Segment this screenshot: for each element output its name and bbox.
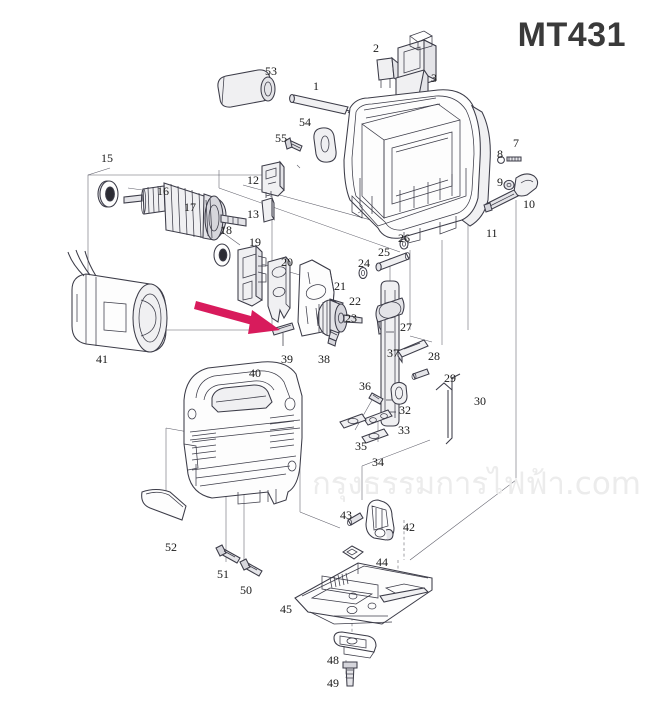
callout-number-48: 48 bbox=[327, 653, 339, 667]
callout-number-2: 2 bbox=[373, 41, 379, 55]
part-48-clamp bbox=[333, 631, 377, 659]
callout-number-15: 15 bbox=[101, 151, 113, 165]
part-36-pin bbox=[368, 392, 384, 405]
part-52-chip-cover bbox=[141, 488, 187, 521]
part-49-bolt bbox=[342, 661, 358, 687]
part-55-tapping-screw bbox=[284, 137, 303, 152]
callout-number-49: 49 bbox=[327, 676, 339, 690]
callout-number-30: 30 bbox=[474, 394, 486, 408]
part-16-armature bbox=[123, 182, 247, 241]
callout-number-40: 40 bbox=[249, 366, 261, 380]
part-11-housing-right-half bbox=[343, 89, 491, 245]
callout-number-50: 50 bbox=[240, 583, 252, 597]
callout-number-19: 19 bbox=[249, 235, 261, 249]
part-15-ball-bearing bbox=[97, 180, 119, 208]
callout-number-24: 24 bbox=[358, 256, 370, 270]
part-10-lever bbox=[483, 173, 539, 213]
part-18-ball-bearing bbox=[213, 243, 231, 267]
part-51-tapping-screw bbox=[215, 544, 241, 564]
callout-number-22: 22 bbox=[349, 294, 361, 308]
callout-number-53: 53 bbox=[265, 64, 277, 78]
part-44-plate bbox=[342, 545, 364, 560]
callout-number-29: 29 bbox=[444, 371, 456, 385]
callout-number-55: 55 bbox=[275, 131, 287, 145]
part-34-plate bbox=[361, 428, 389, 444]
part-35-plate bbox=[339, 413, 367, 429]
callout-number-38: 38 bbox=[318, 352, 330, 366]
callout-number-41: 41 bbox=[96, 352, 108, 366]
callout-number-52: 52 bbox=[165, 540, 177, 554]
part-30-wire-retainer bbox=[435, 373, 461, 445]
callout-number-16: 16 bbox=[157, 184, 169, 198]
part-41-field-stator bbox=[67, 249, 168, 353]
callout-number-23: 23 bbox=[345, 311, 357, 325]
part-13-carbon-brush bbox=[261, 191, 275, 223]
callout-number-11: 11 bbox=[486, 226, 498, 240]
page-title: MT431 bbox=[517, 16, 626, 54]
callout-number-3: 3 bbox=[431, 71, 437, 85]
callout-number-44: 44 bbox=[376, 555, 388, 569]
callout-number-51: 51 bbox=[217, 567, 229, 581]
callout-number-45: 45 bbox=[280, 602, 292, 616]
part-29-pin bbox=[411, 368, 430, 380]
part-7-pin bbox=[506, 156, 522, 162]
callout-number-8: 8 bbox=[497, 147, 503, 161]
part-24-o-ring bbox=[358, 266, 368, 280]
part-50-tapping-screw bbox=[239, 558, 263, 577]
callout-number-28: 28 bbox=[428, 349, 440, 363]
part-33-plate bbox=[363, 409, 393, 426]
part-40-housing-left-half bbox=[183, 361, 303, 505]
part-43-pin bbox=[347, 512, 364, 526]
part-20-guide-plate bbox=[267, 255, 291, 323]
callout-number-54: 54 bbox=[299, 115, 311, 129]
callout-number-26: 26 bbox=[398, 231, 410, 245]
watermark-text: กรุงธรรมการไฟฟ้า.com bbox=[312, 466, 641, 502]
part-9-washer bbox=[503, 179, 515, 191]
callout-number-20: 20 bbox=[281, 255, 293, 269]
part-19-bearing-retainer bbox=[237, 244, 267, 307]
part-45-base bbox=[294, 562, 433, 625]
callout-number-42: 42 bbox=[403, 520, 415, 534]
callout-number-18: 18 bbox=[220, 223, 232, 237]
callout-number-33: 33 bbox=[398, 423, 410, 437]
callout-number-21: 21 bbox=[334, 279, 346, 293]
part-42-roller-holder-complete bbox=[365, 499, 395, 541]
callout-number-39: 39 bbox=[281, 352, 293, 366]
callout-number-13: 13 bbox=[247, 207, 259, 221]
part-26-ring bbox=[399, 238, 409, 250]
callout-number-10: 10 bbox=[523, 197, 535, 211]
callout-number-36: 36 bbox=[359, 379, 371, 393]
callout-number-43: 43 bbox=[340, 508, 352, 522]
callout-number-7: 7 bbox=[513, 136, 519, 150]
part-28-slide-plate bbox=[397, 339, 429, 364]
part-38-screw bbox=[327, 329, 340, 347]
callout-number-25: 25 bbox=[378, 245, 390, 259]
callout-number-34: 34 bbox=[372, 455, 384, 469]
callout-number-27: 27 bbox=[400, 320, 412, 334]
part-23-spiral-bevel-gear bbox=[317, 299, 363, 337]
part-8-ring bbox=[497, 156, 505, 164]
callout-number-32: 32 bbox=[399, 403, 411, 417]
highlight-arrow bbox=[194, 301, 280, 334]
part-39-key bbox=[271, 322, 295, 346]
callout-number-37: 37 bbox=[387, 346, 399, 360]
callout-number-12: 12 bbox=[247, 173, 259, 187]
part-12-brush-holder bbox=[261, 160, 285, 197]
part-25-roller bbox=[375, 252, 411, 272]
callout-number-9: 9 bbox=[497, 175, 503, 189]
callout-number-35: 35 bbox=[355, 439, 367, 453]
part-53-power-cord bbox=[217, 69, 276, 108]
callout-number-1: 1 bbox=[313, 79, 319, 93]
part-32-roller-holder bbox=[390, 381, 408, 405]
callout-number-17: 17 bbox=[184, 200, 196, 214]
part-54-cord-clamp bbox=[313, 127, 337, 163]
